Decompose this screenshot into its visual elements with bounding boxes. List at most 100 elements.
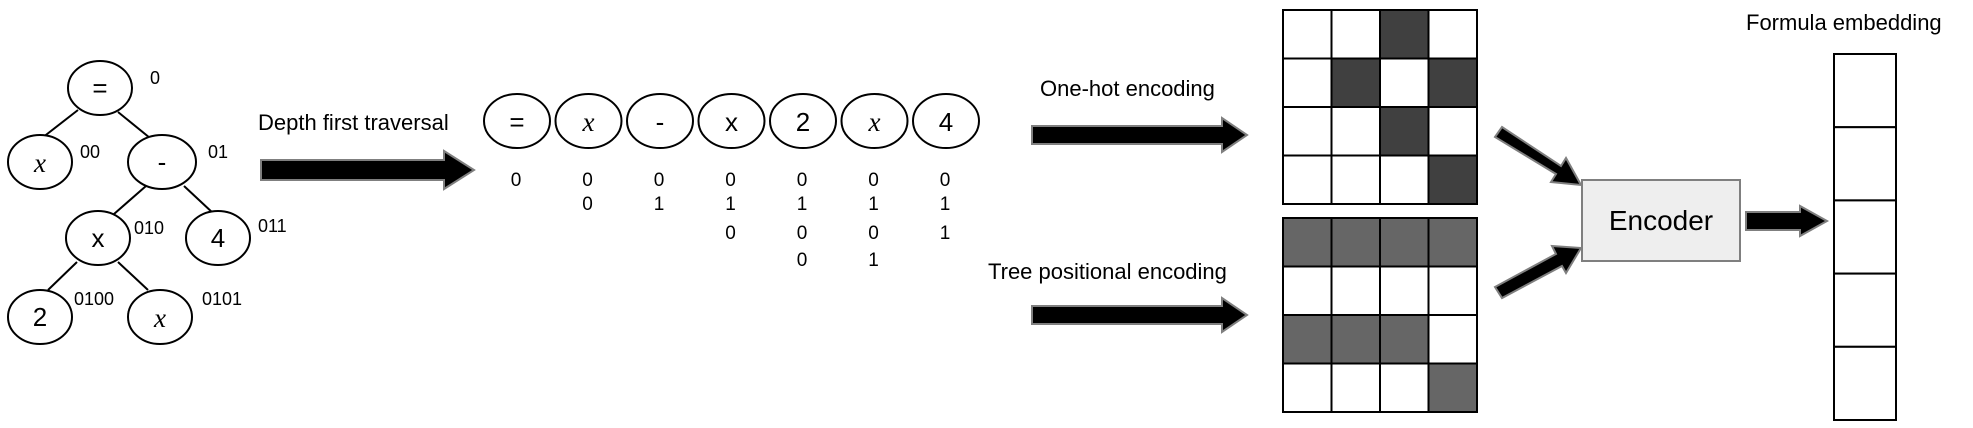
embedding-cell — [1833, 53, 1897, 129]
grid-cell-empty — [1330, 9, 1381, 60]
node-code: 010 — [134, 218, 164, 238]
grid-cell-empty — [1282, 265, 1333, 316]
encoder-box: Encoder — [1581, 179, 1741, 262]
grid-cell-filled — [1427, 57, 1478, 108]
tree-edge — [47, 261, 78, 291]
node-code: 0 — [150, 68, 160, 88]
grid-cell-filled — [1379, 9, 1430, 60]
grid-cell-filled — [1330, 217, 1381, 268]
position-digit: 0 — [797, 223, 808, 244]
grid-cell-empty — [1379, 362, 1430, 413]
node-code: 0100 — [74, 289, 114, 309]
sequence-symbol: x — [725, 107, 738, 137]
grid-cell-empty — [1330, 362, 1381, 413]
position-digit: 0 — [511, 170, 522, 191]
grid-cell-filled — [1427, 217, 1478, 268]
embedding-cell — [1833, 345, 1897, 421]
node-symbol: - — [158, 147, 167, 177]
grid-cell-filled — [1330, 314, 1381, 365]
embedding-cell — [1833, 199, 1897, 275]
sequence-item: =0 — [483, 93, 551, 191]
formula-embedding-label: Formula embedding — [1746, 10, 1942, 35]
embedding-cell — [1833, 272, 1897, 348]
tree-edge — [183, 185, 215, 215]
node-code: 011 — [258, 216, 287, 236]
node-code: 00 — [80, 142, 100, 162]
sequence-symbol: x — [582, 107, 595, 137]
grid-cell-empty — [1330, 106, 1381, 157]
grid-cell-empty — [1379, 57, 1430, 108]
expression-tree: = 0 x 00 - 01 x 010 4 011 2 0100 — [7, 60, 287, 345]
tree-node-two: 2 0100 — [7, 289, 114, 345]
position-digit: 0 — [868, 170, 879, 191]
tree-node-x-left: x 00 — [7, 134, 100, 190]
grid-cell-filled — [1330, 57, 1381, 108]
grid-cell-empty — [1282, 362, 1333, 413]
node-code: 0101 — [202, 289, 242, 309]
grid-cell-filled — [1427, 154, 1478, 205]
positional-to-encoder-arrow — [1493, 244, 1583, 300]
tree-node-equals: = 0 — [67, 60, 160, 116]
grid-cell-filled — [1379, 106, 1430, 157]
tree-node-x-right: x 0101 — [127, 289, 242, 345]
sequence-item: x00 — [554, 93, 623, 215]
tree-node-four: 4 011 — [185, 210, 287, 266]
grid-cell-empty — [1427, 9, 1478, 60]
tree-node-minus: - 01 — [127, 134, 228, 190]
one-hot-label: One-hot encoding — [1040, 76, 1215, 101]
grid-cell-empty — [1330, 265, 1381, 316]
node-symbol: x — [33, 148, 46, 178]
position-digit: 1 — [940, 223, 951, 244]
position-digit: 0 — [940, 170, 951, 191]
traversal-arrow — [260, 149, 476, 191]
grid-cell-filled — [1427, 362, 1478, 413]
tree-edge — [117, 111, 151, 139]
encoder-label: Encoder — [1609, 205, 1713, 236]
node-code: 01 — [208, 142, 228, 162]
node-symbol: x — [92, 223, 105, 253]
embedding-cell — [1833, 126, 1897, 202]
position-digit: 1 — [725, 194, 736, 215]
grid-cell-empty — [1379, 154, 1430, 205]
position-digit: 0 — [654, 170, 665, 191]
node-symbol: x — [153, 303, 166, 333]
grid-cell-empty — [1427, 106, 1478, 157]
position-digit: 1 — [868, 194, 879, 215]
encoder-to-embedding-arrow — [1745, 204, 1830, 238]
tree-edge — [41, 109, 79, 139]
one-hot-grid — [1282, 9, 1478, 205]
grid-cell-empty — [1282, 57, 1333, 108]
position-digit: 1 — [868, 250, 879, 271]
position-digit: 0 — [725, 223, 736, 244]
one-hot-arrow — [1031, 116, 1249, 154]
sequence-item: 4 0 1 1 — [912, 93, 980, 244]
position-digit: 1 — [940, 194, 951, 215]
position-digit: 0 — [868, 223, 879, 244]
position-digit: 0 — [582, 170, 593, 191]
grid-cell-filled — [1282, 314, 1333, 365]
position-digit: 0 — [797, 170, 808, 191]
tree-node-x-mid: x 010 — [65, 210, 164, 266]
grid-cell-empty — [1282, 9, 1333, 60]
grid-cell-empty — [1379, 265, 1430, 316]
sequence-symbol: 4 — [939, 107, 953, 137]
grid-cell-empty — [1330, 154, 1381, 205]
grid-cell-filled — [1282, 217, 1333, 268]
tree-edge — [117, 261, 149, 291]
node-symbol: 2 — [33, 302, 47, 332]
tree-edge — [113, 185, 147, 215]
depth-first-label: Depth first traversal — [258, 110, 449, 135]
embedding-vector — [1833, 53, 1897, 421]
position-digit: 1 — [797, 194, 808, 215]
onehot-to-encoder-arrow — [1493, 125, 1583, 187]
sequence-item: - 0 1 — [626, 93, 694, 215]
grid-cell-empty — [1427, 265, 1478, 316]
tree-positional-label: Tree positional encoding — [988, 259, 1227, 284]
position-digit: 1 — [654, 194, 665, 215]
node-symbol: = — [92, 73, 107, 103]
sequence-symbol: - — [656, 107, 665, 137]
